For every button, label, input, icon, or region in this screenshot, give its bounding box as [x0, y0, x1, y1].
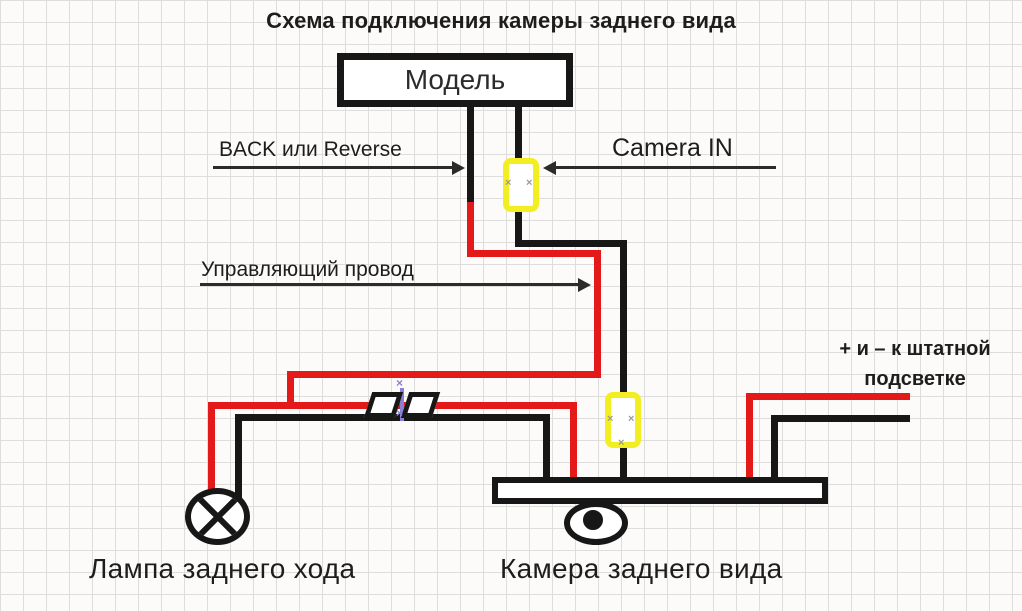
wire-control-mid-horizontal	[287, 371, 601, 378]
back-wire-label: BACK или Reverse	[219, 138, 402, 161]
quick-splice-divider	[400, 388, 404, 421]
connector-x-icon: ×	[505, 177, 512, 189]
wire-video-jog-horizontal	[515, 240, 627, 247]
wire-lamp-black-vertical	[235, 414, 242, 498]
model-box-label: Модель	[404, 64, 506, 95]
wire-control-top-horizontal	[467, 250, 601, 257]
control-wire-arrowhead-icon	[578, 278, 591, 292]
wire-video-lower-stub	[620, 438, 627, 482]
reverse-lamp-label: Лампа заднего хода	[89, 553, 356, 584]
wire-video-main-vertical	[620, 240, 627, 400]
wire-control-left-vertical	[287, 371, 294, 409]
reverse-lamp-icon	[185, 488, 250, 545]
control-wire-label: Управляющий провод	[201, 258, 414, 281]
back-wire-arrow-line	[213, 166, 456, 169]
connector-x-icon: ×	[526, 177, 533, 189]
page-title: Схема подключения камеры заднего вида	[266, 8, 736, 33]
wire-camera-in-pin-top	[515, 105, 522, 167]
camera-body	[492, 477, 828, 504]
camera-in-arrow-line	[556, 166, 776, 169]
camera-in-arrowhead-icon	[543, 161, 556, 175]
splice-x-icon: ×	[396, 376, 404, 390]
wire-control-red-drop	[467, 202, 474, 257]
control-wire-arrow-line	[200, 283, 582, 286]
wire-splice-to-camera-red	[570, 402, 577, 482]
bullet-connector-lower	[605, 392, 641, 448]
wire-stock-light-minus-vertical	[771, 415, 778, 482]
wire-control-mid-vertical	[594, 250, 601, 378]
rear-camera-label: Камера заднего вида	[500, 553, 783, 584]
wire-back-signal-black-vertical	[467, 105, 474, 205]
wire-stock-light-plus-vertical	[746, 393, 753, 482]
connector-x-icon: ×	[618, 437, 625, 449]
bullet-connector-upper	[503, 158, 539, 212]
wire-lamp-red-vertical	[208, 402, 215, 494]
back-wire-arrowhead-icon	[452, 161, 465, 175]
wire-stock-light-minus-horizontal	[771, 415, 910, 422]
camera-in-label: Camera IN	[612, 134, 733, 162]
splice-x-icon: ×	[396, 406, 404, 420]
wire-camera-in-pin-bottom	[515, 200, 522, 247]
wire-splice-to-camera-black	[543, 414, 550, 482]
wire-stock-light-plus-horizontal	[746, 393, 910, 400]
connector-x-icon: ×	[607, 413, 614, 425]
stock-light-note-line1: + и – к штатной	[839, 338, 991, 360]
stock-light-note-line2: подсветке	[864, 368, 966, 390]
stock-light-note: + и – к штатной подсветке	[815, 334, 1015, 394]
camera-lens-dot-icon	[583, 510, 603, 530]
connector-x-icon: ×	[628, 413, 635, 425]
model-box: Модель	[337, 53, 573, 107]
